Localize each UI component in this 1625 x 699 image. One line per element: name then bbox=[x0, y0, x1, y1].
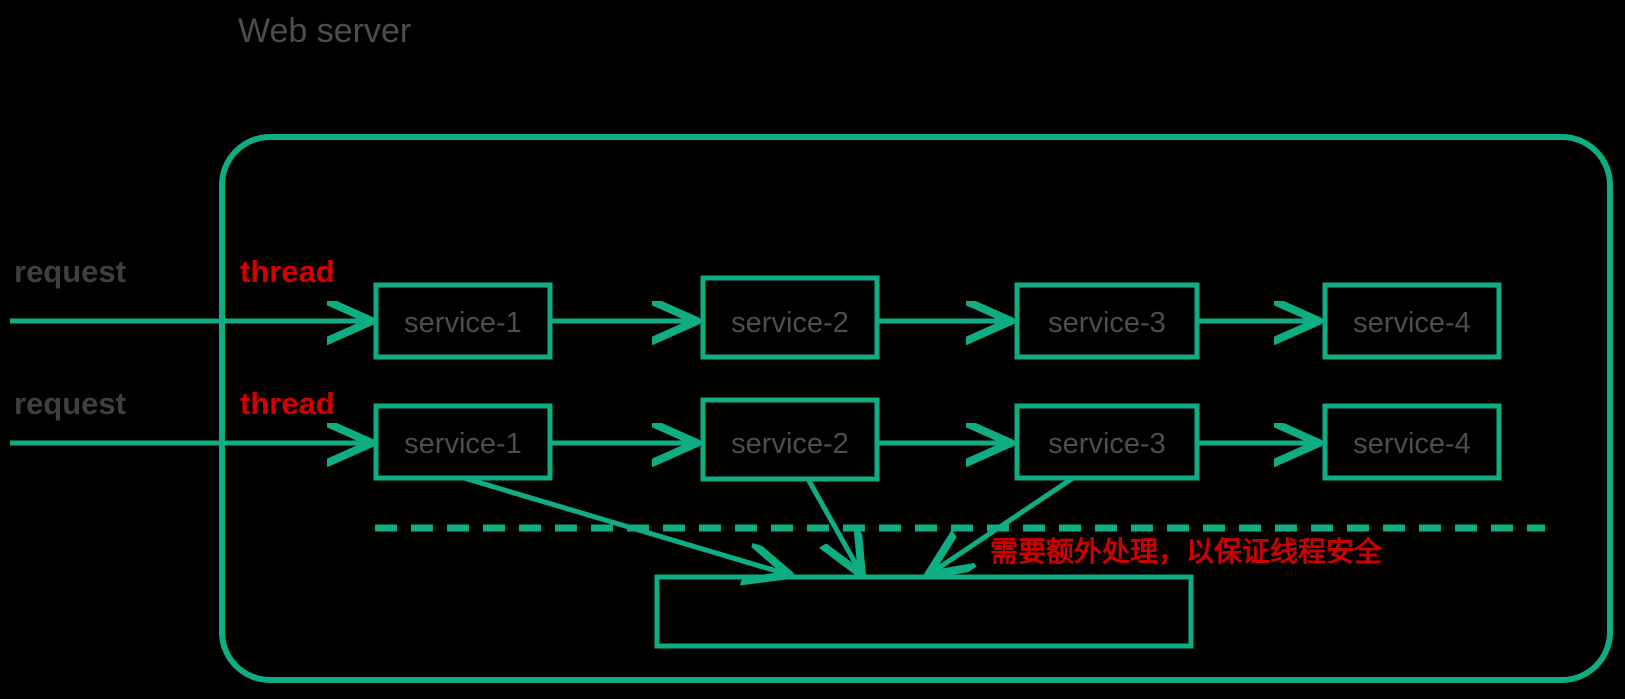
service-box-r1-c2 bbox=[700, 275, 880, 360]
arrow-r2-c1-to-shared bbox=[463, 475, 790, 575]
service-label-r1-c1: service-1 bbox=[404, 307, 522, 339]
service-label-r1-c4: service-4 bbox=[1353, 307, 1471, 339]
service-label-r1-c3: service-3 bbox=[1048, 307, 1166, 339]
request-label-row-1: request bbox=[14, 254, 126, 289]
request-label-row-2: request bbox=[14, 386, 126, 421]
service-box-r2-c2 bbox=[700, 397, 880, 482]
service-label-r2-c2: service-2 bbox=[731, 428, 849, 460]
arrow-r2-c2-to-shared bbox=[805, 477, 862, 575]
page-title: Web server bbox=[238, 12, 412, 50]
service-box-r1-c4 bbox=[1322, 282, 1502, 360]
thread-label-row-2: thread bbox=[240, 386, 335, 421]
thread-label-row-1: thread bbox=[240, 254, 335, 289]
thread-safety-note: 需要额外处理，以保证线程安全 bbox=[990, 535, 1383, 568]
web-server-container bbox=[219, 134, 1613, 683]
service-label-r2-c3: service-3 bbox=[1048, 428, 1166, 460]
service-label-r2-c4: service-4 bbox=[1353, 428, 1471, 460]
service-label-r2-c1: service-1 bbox=[404, 428, 522, 460]
service-label-r1-c2: service-2 bbox=[731, 307, 849, 339]
service-box-r2-c4 bbox=[1322, 403, 1502, 481]
shared-resource-box bbox=[654, 574, 1194, 649]
arrow-r2-c3-to-shared bbox=[928, 475, 1075, 575]
